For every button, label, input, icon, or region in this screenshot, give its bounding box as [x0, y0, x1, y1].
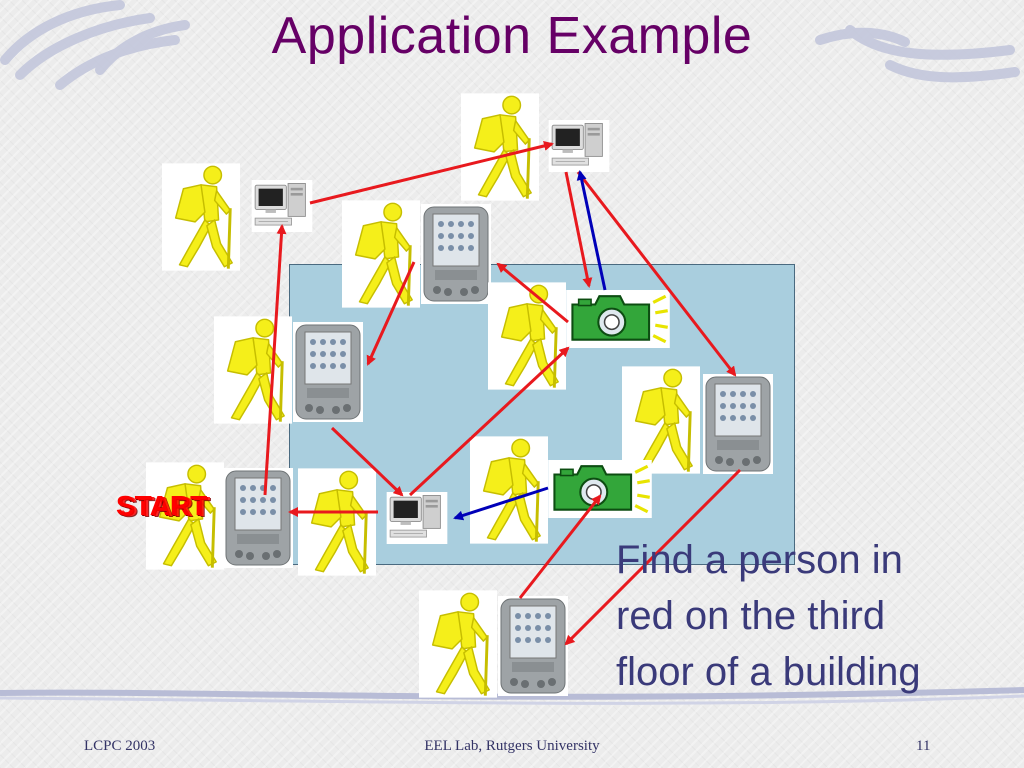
footer-conference: LCPC 2003	[84, 738, 156, 754]
arrow-red	[564, 468, 742, 646]
slide-number: 11	[916, 738, 931, 754]
arrow-red	[576, 171, 737, 377]
arrow-red	[366, 261, 416, 366]
footer-affiliation: EEL Lab, Rutgers University	[424, 738, 600, 754]
arrow-red	[496, 262, 569, 324]
arrow-blue	[453, 486, 549, 521]
caption-line: red on the third	[616, 594, 886, 638]
arrow-red	[309, 141, 554, 205]
slide-title: Application Example	[271, 7, 753, 65]
arrow-red	[330, 426, 404, 497]
caption-line: floor of a building	[616, 650, 921, 694]
arrow-red	[408, 346, 570, 497]
arrow-red	[518, 494, 602, 599]
caption-text: Find a person in red on the third floor …	[616, 532, 1016, 700]
start-label: START	[119, 491, 211, 522]
arrow-red	[564, 171, 593, 288]
start-label: START	[116, 490, 208, 521]
arrow-red	[263, 224, 287, 496]
arrow-blue	[576, 170, 607, 291]
caption-line: Find a person in	[616, 538, 903, 582]
